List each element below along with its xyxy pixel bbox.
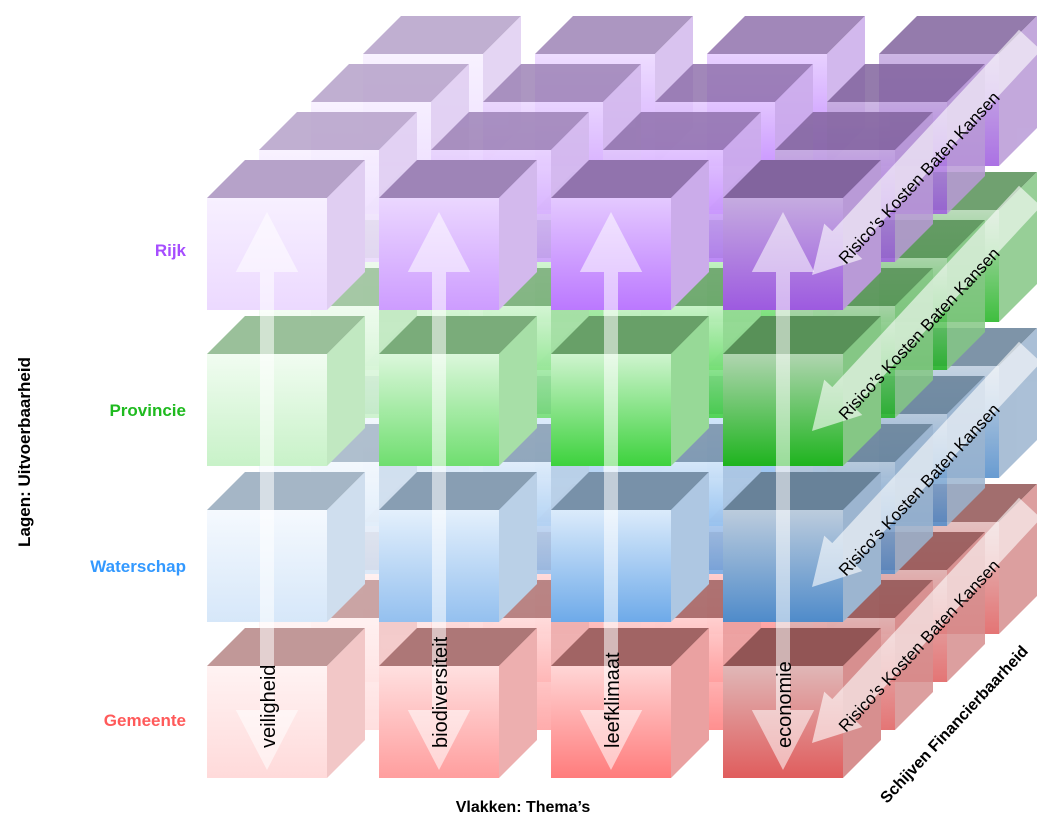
theme-arrow [751,212,815,770]
cube-side-face [671,628,709,778]
cube-top-face [431,112,589,150]
cube-top-face [379,472,537,510]
cube-top-face [207,472,365,510]
cube [551,472,709,622]
layer-label-gemeente: Gemeente [104,711,186,730]
cube-top-face [363,16,521,54]
cube [207,160,365,310]
cube-top-face [379,160,537,198]
slice-arrow-shape [812,497,1041,743]
cube-side-face [327,628,365,778]
cube-top-face [551,316,709,354]
cube [379,628,537,778]
cube-side-face [327,316,365,466]
cube-top-face [207,316,365,354]
cube [207,316,365,466]
cube [551,628,709,778]
cube-top-face [551,628,709,666]
slice-arrow-shape [812,341,1041,587]
cube-top-face [707,16,865,54]
cube [551,316,709,466]
cube-top-face [775,112,933,150]
theme-arrow [579,212,643,770]
theme-arrow [235,212,299,770]
theme-label: leefklimaat [602,652,624,748]
cube-top-face [207,160,365,198]
cube-top-face [827,64,985,102]
cube-top-face [551,472,709,510]
layer-label-rijk: Rijk [155,241,187,260]
cube-side-face [671,160,709,310]
cube-side-face [327,472,365,622]
cube-side-face [671,316,709,466]
cube [207,472,365,622]
layers-axis-title: Lagen: Uitvoerbaarheid [15,357,34,547]
cube-top-face [379,628,537,666]
cube-top-face [603,112,761,150]
cube-side-face [499,316,537,466]
cube-top-face [379,316,537,354]
theme-arrows: veiligheid biodiversiteit leefklimaat econo… [235,212,815,770]
layer-label-waterschap: Waterschap [90,557,186,576]
cube-side-face [327,160,365,310]
cube-top-face [655,64,813,102]
theme-label: veiligheid [258,665,280,748]
cube [207,628,365,778]
cube-top-face [879,16,1037,54]
cube [379,316,537,466]
cube [379,472,537,622]
cube-side-face [499,472,537,622]
cube-side-face [499,160,537,310]
cube-top-face [483,64,641,102]
cube [379,160,537,310]
cube-top-face [207,628,365,666]
cube-top-face [259,112,417,150]
cube-top-face [723,316,881,354]
cube [551,160,709,310]
cube-top-face [723,628,881,666]
theme-label: biodiversiteit [430,636,452,748]
cube-top-face [535,16,693,54]
slice-arrow-shape [812,29,1041,275]
cube-top-face [723,160,881,198]
layer-label-provincie: Provincie [109,401,186,420]
cube-side-face [499,628,537,778]
theme-arrow [407,212,471,770]
theme-label: economie [774,661,796,748]
themes-axis-title: Vlakken: Thema’s [456,799,591,816]
cube-top-face [311,64,469,102]
slice-arrow-shape [812,185,1041,431]
cube-side-face [671,472,709,622]
cube-top-face [723,472,881,510]
cube-top-face [551,160,709,198]
